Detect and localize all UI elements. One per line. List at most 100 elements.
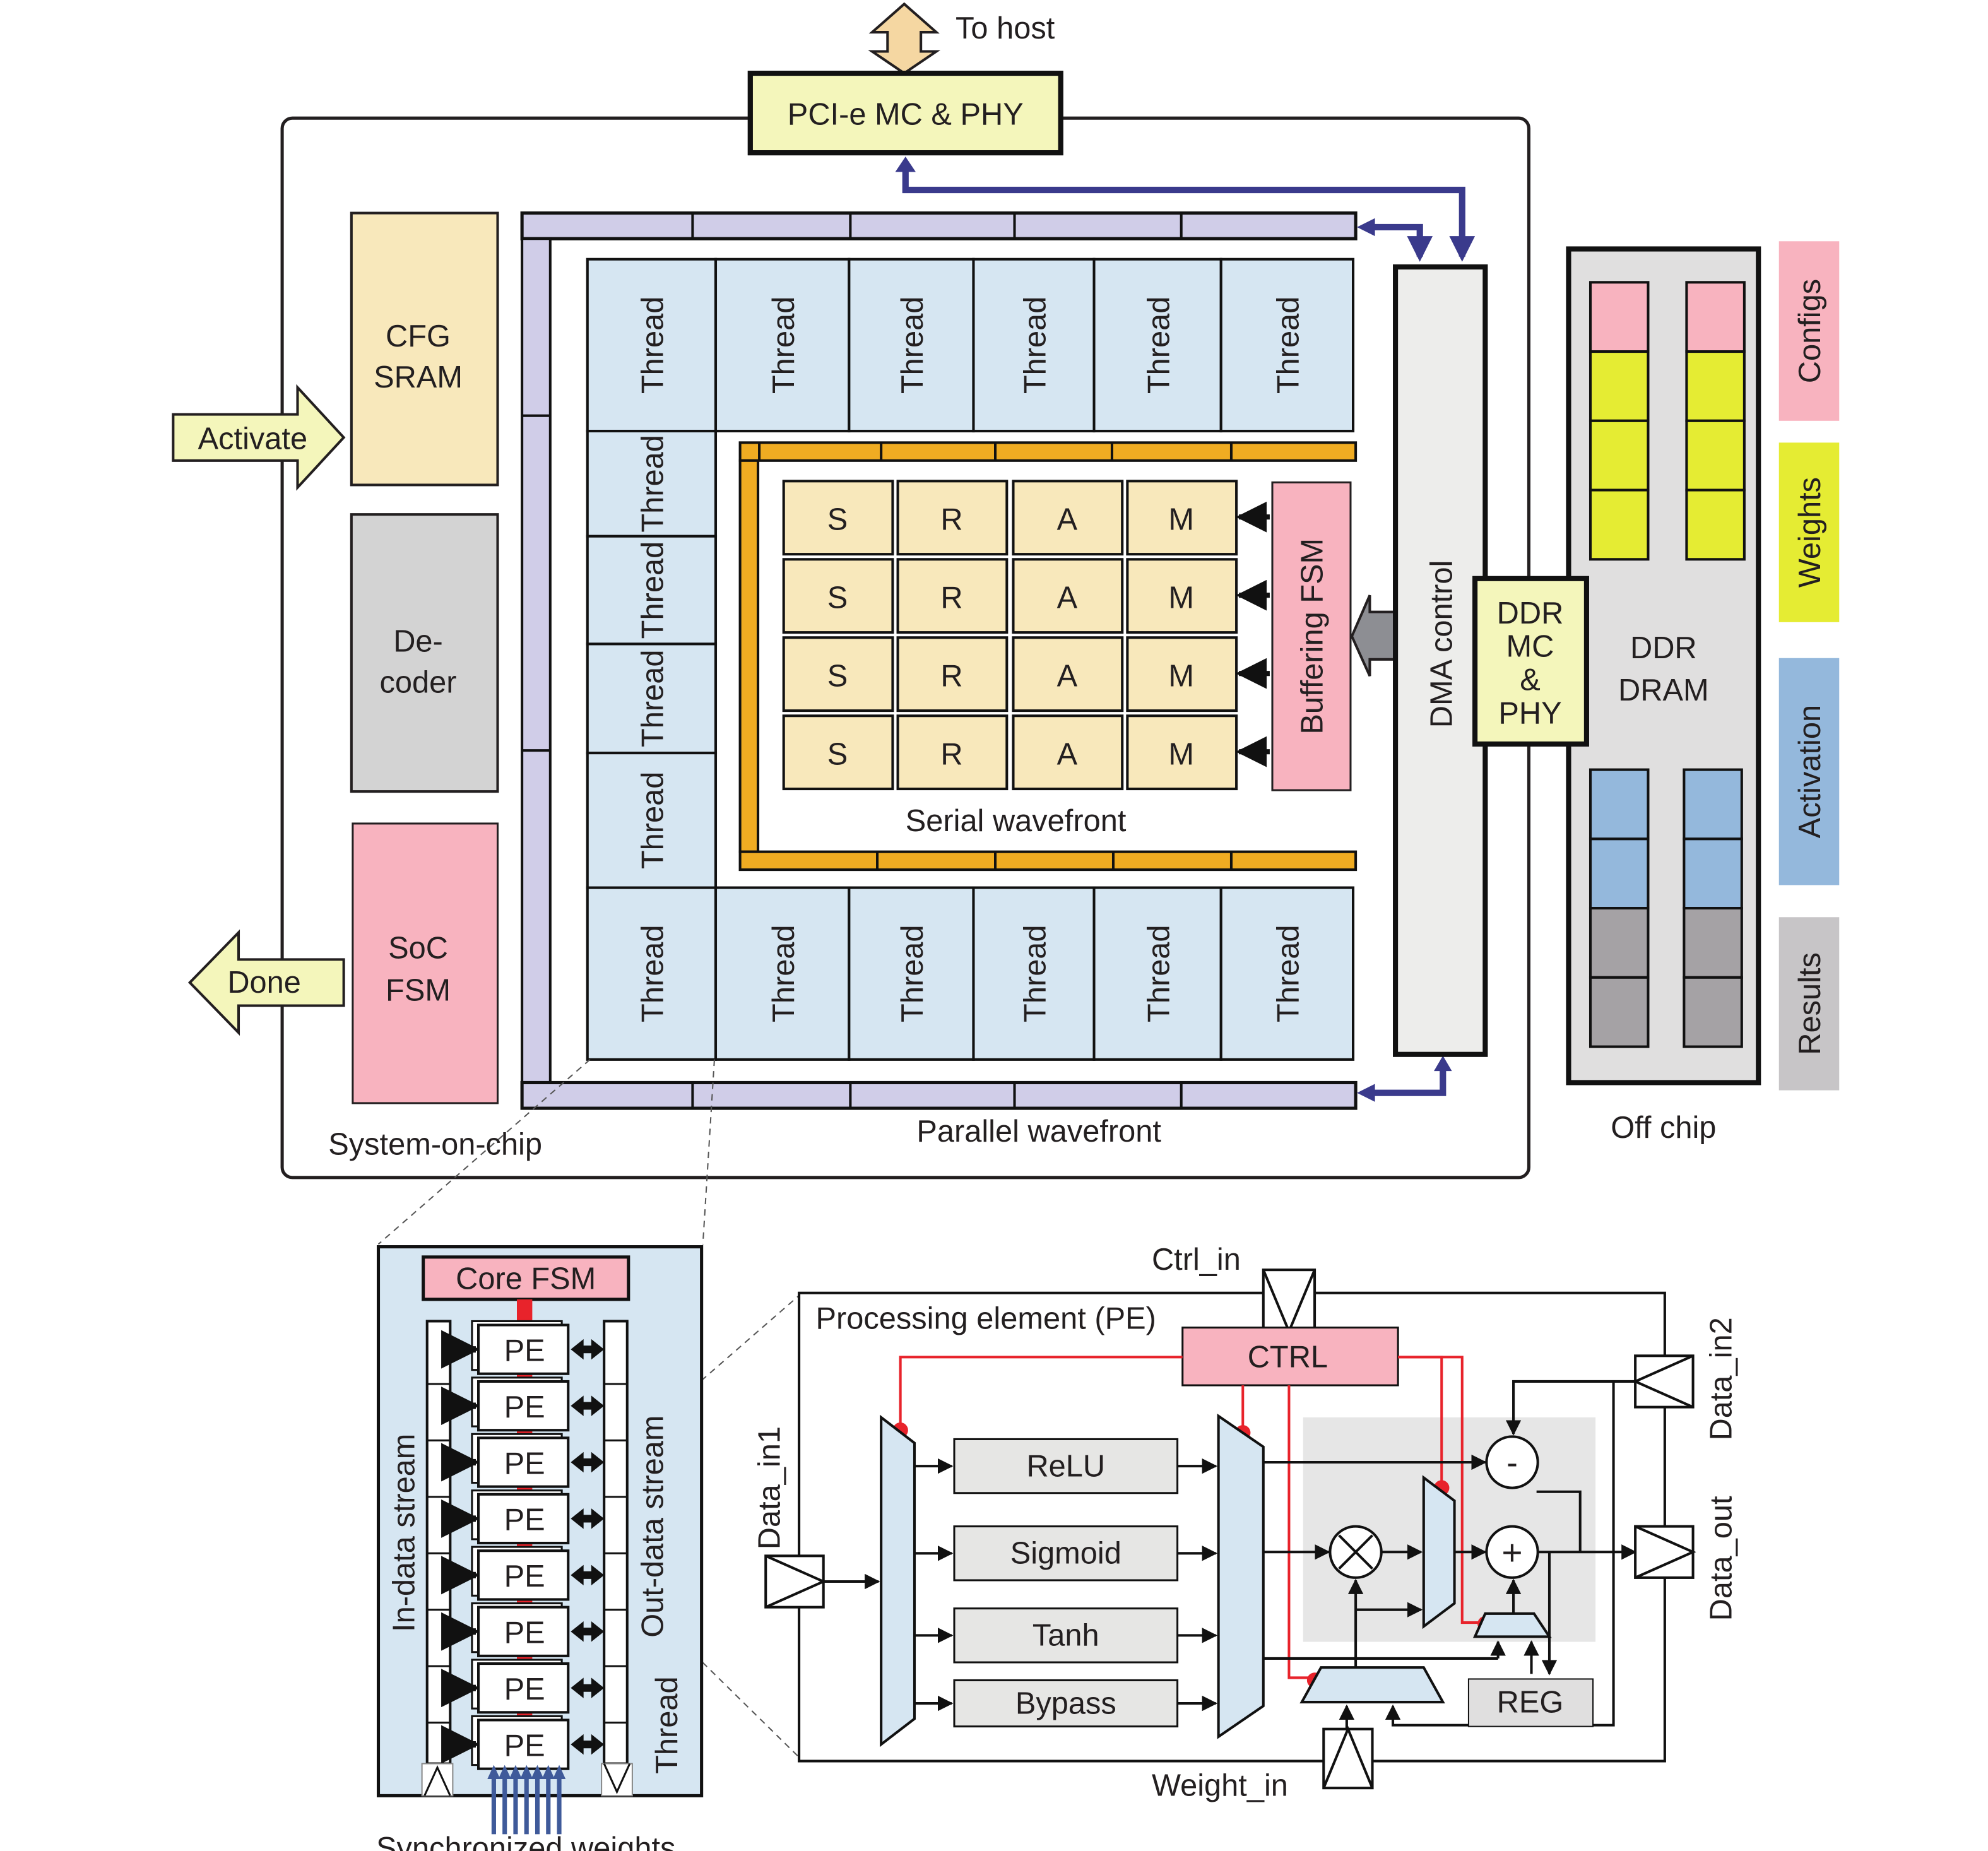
add-symbol: +	[1501, 1533, 1522, 1573]
thread-label: Thread	[636, 772, 670, 870]
ddr-mc-line2: MC	[1506, 630, 1554, 664]
thread-left: Thread	[586, 535, 718, 646]
in-stream-buffer	[425, 1320, 452, 1765]
synchronized-weights-label: Synchronized weights	[376, 1831, 675, 1851]
data-in2-label: Data_in2	[1705, 1317, 1739, 1440]
bidirectional-arrow	[571, 1564, 605, 1586]
legend-label: Activation	[1793, 705, 1827, 838]
dram-cell	[1589, 488, 1650, 561]
alu-mux	[1422, 1475, 1456, 1629]
sram-letter: A	[1057, 503, 1078, 537]
synchronized-weights-arrows	[487, 1765, 566, 1835]
dram-cell	[1589, 837, 1650, 910]
decoder-line2: coder	[380, 666, 457, 700]
thread-bottom: Thread	[586, 886, 718, 1061]
decoder-block	[350, 513, 499, 793]
thread-bottom: Thread	[1092, 886, 1222, 1061]
pe-label: PE	[504, 1390, 545, 1424]
sram-letter: A	[1057, 659, 1078, 693]
pe-cell	[477, 1718, 570, 1770]
ddr-dram-line1: DDR	[1630, 631, 1697, 665]
cfg-sram-line1: CFG	[386, 319, 451, 353]
pe-cell	[477, 1549, 570, 1601]
legend-swatch	[1778, 241, 1840, 421]
core-fsm-label: Core FSM	[456, 1262, 596, 1296]
dma-control-block	[1393, 264, 1488, 1057]
pe-label: PE	[504, 1559, 545, 1594]
data-in1-label: Data_in1	[753, 1426, 787, 1549]
bidirectional-arrow	[571, 1395, 605, 1416]
function-label: ReLU	[1026, 1449, 1105, 1483]
cfg-sram-block	[350, 211, 499, 487]
weight-in-latch	[1322, 1725, 1374, 1790]
sram-letter: S	[827, 503, 848, 537]
dram-cell	[1589, 419, 1650, 492]
sram-cell	[1126, 558, 1238, 634]
soc-label: System-on-chip	[328, 1127, 542, 1161]
reg-block	[1467, 1678, 1594, 1727]
ddr-mc-line3: &	[1520, 663, 1541, 697]
dma-bus-lines	[902, 167, 1476, 1096]
bidirectional-arrow	[571, 1677, 605, 1698]
add-node: +	[1485, 1525, 1539, 1579]
multiply-node	[1328, 1525, 1383, 1579]
sram-cell	[782, 558, 894, 634]
to-host-arrow	[868, 2, 941, 75]
ddr-mc-line1: DDR	[1497, 596, 1564, 630]
sram-cell	[896, 558, 1009, 634]
sram-letter: M	[1168, 581, 1194, 615]
pcie-label-overlay: PCI-e MC & PHY	[788, 97, 1024, 131]
sram-cell	[1126, 636, 1238, 713]
dram-cell	[1685, 488, 1746, 561]
output-mux	[1217, 1413, 1265, 1739]
thread-label: Thread	[1272, 297, 1306, 394]
sram-cell	[1012, 636, 1124, 713]
thread-top: Thread	[848, 257, 975, 433]
sram-letter: S	[827, 659, 848, 693]
sram-letter: A	[1057, 737, 1078, 771]
function-block	[953, 1525, 1179, 1582]
sram-letter: R	[940, 659, 962, 693]
dram-cell	[1683, 837, 1743, 910]
serial-wavefront-bus	[738, 441, 1358, 872]
sram-letter: R	[940, 503, 962, 537]
thread-label: Thread	[767, 297, 801, 394]
thread-label: Thread	[636, 650, 670, 748]
in-data-stream-label: In-data stream	[387, 1434, 421, 1632]
function-block	[953, 1679, 1179, 1728]
thread-top: Thread	[972, 257, 1096, 433]
dram-cell	[1589, 907, 1650, 979]
ddr-mc-line4: PHY	[1498, 696, 1561, 730]
data-in2-latch	[1632, 1354, 1695, 1409]
thread-label: Thread	[1142, 297, 1176, 394]
out-stream-buffer	[603, 1320, 629, 1765]
thread-label: Thread	[896, 925, 930, 1022]
dram-cell	[1589, 976, 1650, 1048]
thread-label: Thread	[636, 435, 670, 533]
pe-label: PE	[504, 1616, 545, 1650]
sram-cell	[782, 636, 894, 713]
legend-swatch	[1778, 442, 1840, 622]
thread-top: Thread	[1219, 257, 1355, 433]
out-data-stream-label: Out-data stream	[636, 1415, 670, 1637]
thread-left: Thread	[586, 642, 718, 755]
sram-letter: R	[940, 581, 962, 615]
function-block	[953, 1607, 1179, 1664]
dram-cell	[1683, 907, 1743, 979]
activate-arrow	[172, 384, 346, 491]
pe-label: PE	[504, 1503, 545, 1537]
pe-label: PE	[504, 1446, 545, 1481]
soc-fsm-line2: FSM	[386, 973, 451, 1007]
thread-label: Thread	[1018, 297, 1052, 394]
dram-cell	[1589, 281, 1650, 353]
weight-in-label: Weight_in	[1152, 1768, 1288, 1802]
dma-control-label: DMA control	[1425, 560, 1459, 728]
legend-label: Configs	[1793, 279, 1827, 383]
ctrl-signal-lines	[899, 1356, 1486, 1679]
weight-mux	[1299, 1666, 1445, 1704]
